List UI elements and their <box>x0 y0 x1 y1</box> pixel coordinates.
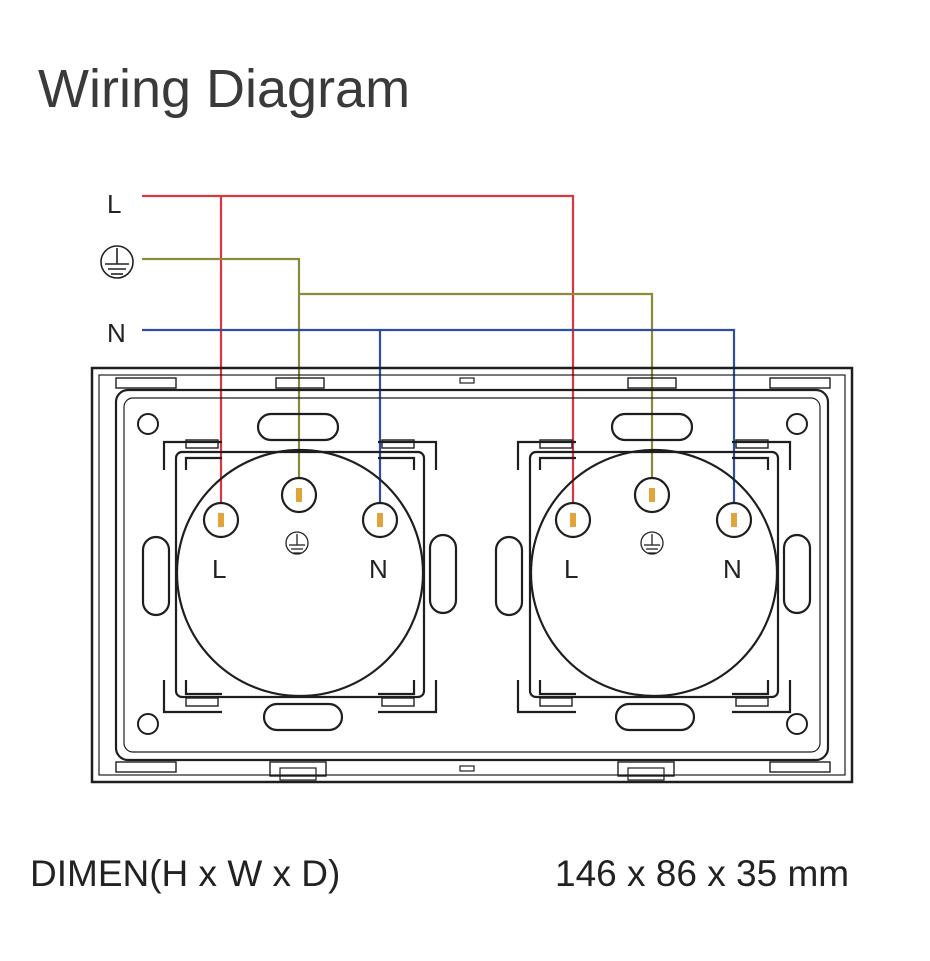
diagram-title: Wiring Diagram <box>38 59 411 119</box>
socket-frame <box>90 366 854 784</box>
terminal-live-label-right: L <box>564 554 578 584</box>
terminals-right <box>554 476 753 539</box>
terminal-live-label-left: L <box>212 554 226 584</box>
earth-ground-icon <box>640 531 664 555</box>
earth-ground-icon <box>285 531 309 555</box>
socket-module-right <box>494 412 812 732</box>
socket-module-left <box>141 412 458 732</box>
supply-wires <box>142 194 736 520</box>
earth-ground-icon <box>100 245 134 279</box>
live-wire-label: L <box>107 189 121 219</box>
live-wire <box>142 194 575 520</box>
neutral-wire-label: N <box>107 318 126 348</box>
terminal-neutral-label-left: N <box>369 554 388 584</box>
earth-wire <box>142 257 654 495</box>
neutral-wire <box>142 328 736 520</box>
dimensions-label: DIMEN(H x W x D) <box>30 853 341 894</box>
terminals-left <box>202 476 399 539</box>
terminal-neutral-label-right: N <box>723 554 742 584</box>
dimensions-value: 146 x 86 x 35 mm <box>555 853 850 894</box>
